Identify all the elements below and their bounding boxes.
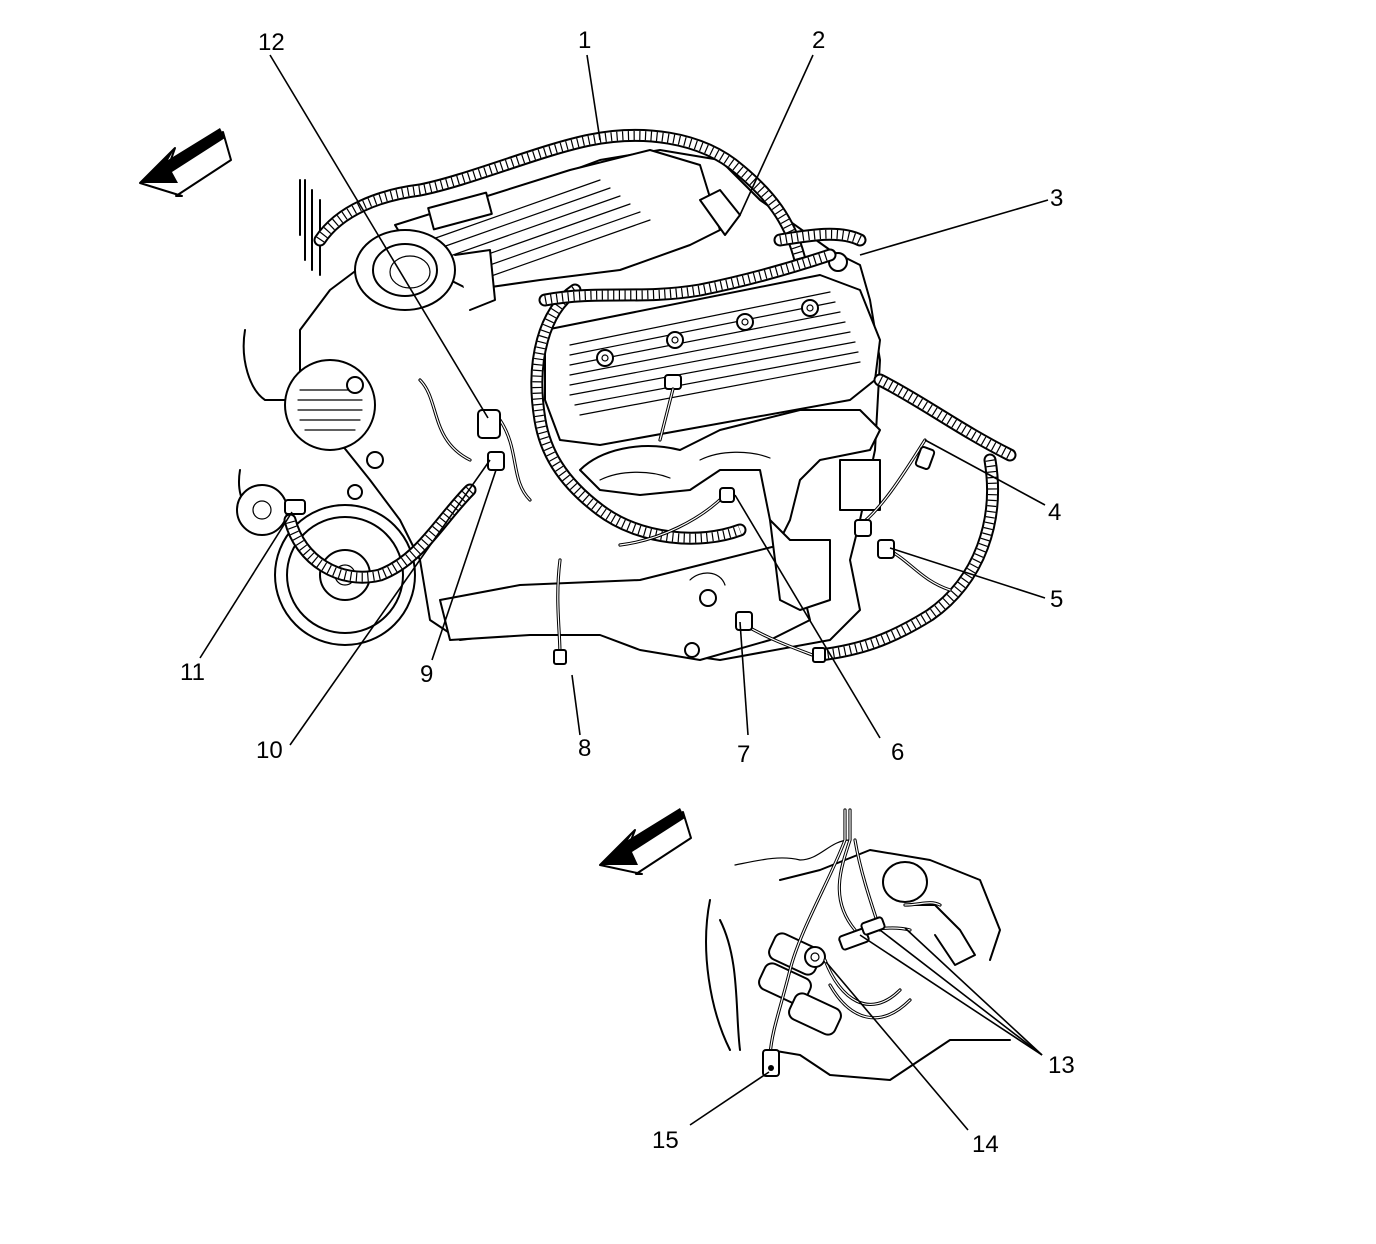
callout-6: 6	[891, 739, 904, 766]
detail-wires	[768, 808, 942, 1057]
callout-13: 13	[1048, 1052, 1075, 1079]
detail-view	[599, 808, 1043, 1131]
callout-3: 3	[1050, 185, 1063, 212]
main-engine-view	[139, 54, 1049, 746]
callout-7: 7	[737, 741, 750, 768]
engine-wiring-harness	[283, 128, 1017, 665]
callout-8: 8	[578, 735, 591, 762]
callout-2: 2	[812, 27, 825, 54]
exhaust-manifold	[579, 409, 881, 611]
callout-15: 15	[652, 1127, 679, 1154]
callout-10: 10	[256, 737, 283, 764]
callout-9: 9	[420, 661, 433, 688]
ground-strap-terminal-icon	[762, 1049, 780, 1077]
callout-4: 4	[1048, 499, 1061, 526]
callout-14: 14	[972, 1131, 999, 1158]
callout-11: 11	[180, 659, 205, 686]
callout-5: 5	[1050, 586, 1063, 613]
callout-leaders-detail	[689, 927, 1043, 1131]
water-pump	[284, 359, 384, 500]
callout-labels: 1 2 3 4 5 6 7 8 9 10 11 12 13 14 15	[180, 27, 1075, 1158]
callout-leaders-main	[199, 54, 1049, 746]
callout-12: 12	[258, 29, 285, 56]
callout-1: 1	[578, 27, 591, 54]
front-direction-arrow-icon	[139, 128, 232, 197]
front-direction-arrow-icon	[599, 808, 692, 875]
right-valve-cover	[544, 274, 881, 446]
